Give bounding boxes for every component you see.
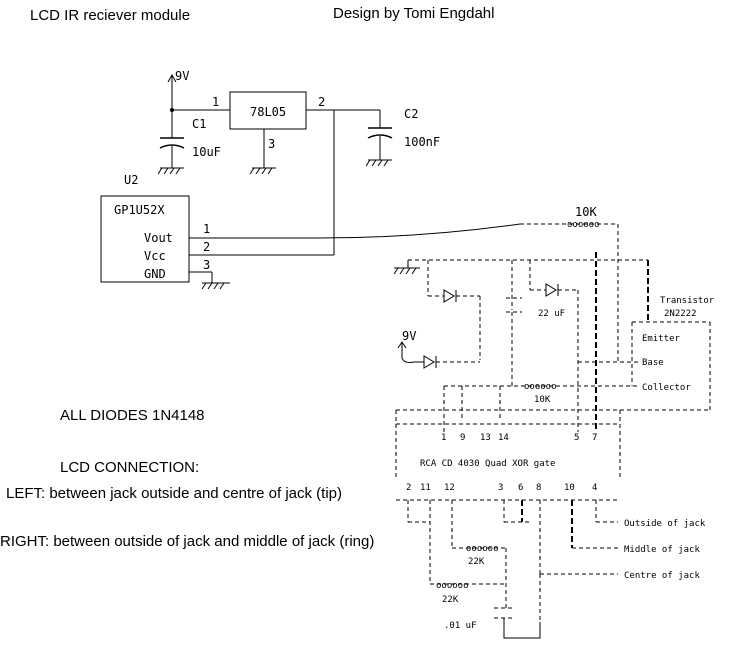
designer-credit: Design by Tomi Engdahl (333, 5, 494, 22)
cap01-label: .01 uF (444, 621, 477, 631)
c2-name: C2 (404, 107, 418, 121)
ic-pin-top: 1 (441, 433, 446, 443)
lcd-left-note: LEFT: between jack outside and centre of… (6, 485, 342, 502)
receiver-pin-number: 3 (203, 258, 210, 272)
regulator-name: 78L05 (250, 105, 286, 119)
diode-icon (443, 289, 455, 303)
ic-pin-top: 14 (498, 433, 509, 443)
resistor-22k-a-label: 22K (468, 557, 485, 567)
cap22-label: 22 uF (538, 309, 565, 319)
transistor-emitter: Emitter (642, 334, 681, 344)
out-centre-label: Centre of jack (624, 571, 700, 581)
cap01-return (503, 618, 541, 639)
resistor-zigzag: oooooo (524, 382, 557, 392)
ground-icon (393, 267, 420, 275)
ic-pin-top: 7 (592, 433, 597, 443)
ground-icon (365, 159, 392, 167)
c2-value: 100nF (404, 135, 440, 149)
ground-icon (201, 282, 230, 290)
diodes-note: ALL DIODES 1N4148 (60, 407, 205, 424)
receiver-pin-label: Vcc (144, 249, 166, 263)
supply-label: 9V (175, 69, 189, 83)
c1-value: 10uF (192, 145, 221, 159)
ic-pin-bottom: 3 (498, 483, 503, 493)
resistor-zigzag: oooooo (466, 544, 499, 554)
ground-icon (249, 167, 276, 175)
transistor-title: Transistor (660, 296, 715, 306)
resistor-10k-top-label: 10K (575, 205, 597, 219)
ic-pin-top: 5 (574, 433, 579, 443)
resistor-zigzag: oooooo (567, 220, 600, 230)
ground-icon (157, 167, 184, 175)
logic-supply-label: 9V (402, 329, 416, 343)
ir-receiver-section: U2 GP1U52X Vout Vcc GND 1 2 3 (100, 173, 521, 290)
ic-pin-bottom: 10 (564, 483, 575, 493)
regulator-section: 9V 1 C1 10uF 78L05 2 3 (157, 69, 440, 255)
c1-name: C1 (192, 117, 206, 131)
ic-pin-bottom: 8 (536, 483, 541, 493)
ic-pin-bottom: 4 (592, 483, 597, 493)
c1-plate-bottom (159, 144, 185, 149)
receiver-pin-label: Vout (144, 231, 173, 245)
c2-plate-bottom (367, 134, 393, 139)
supply-arrow-icon (167, 73, 177, 83)
lcd-right-note: RIGHT: between outside of jack and middl… (0, 533, 374, 550)
diode-icon (545, 283, 557, 297)
ic-pin-bottom: 11 (420, 483, 431, 493)
receiver-ref: U2 (124, 173, 138, 187)
regulator-pin-out: 2 (318, 95, 325, 109)
resistor-zigzag: oooooo (436, 581, 469, 591)
lcd-heading: LCD CONNECTION: (60, 459, 199, 476)
regulator-pin-in: 1 (212, 95, 219, 109)
transistor-model: 2N2222 (664, 309, 697, 319)
receiver-pin-label: GND (144, 267, 166, 281)
ic-pin-top: 13 (480, 433, 491, 443)
vout-wire (189, 223, 521, 239)
receiver-name: GP1U52X (114, 203, 165, 217)
ic-pin-bottom: 2 (406, 483, 411, 493)
receiver-pin-number: 2 (203, 240, 210, 254)
diagram-title: LCD IR reciever module (30, 7, 190, 24)
regulator-pin-gnd: 3 (268, 137, 275, 151)
resistor-10k-mid-label: 10K (534, 395, 551, 405)
resistor-22k-b-label: 22K (442, 595, 459, 605)
diode-icon (423, 355, 435, 369)
ic-pin-top: 9 (460, 433, 465, 443)
out-outside-label: Outside of jack (624, 519, 706, 529)
supply-arrow-icon (397, 341, 407, 349)
logic-supply-wire (401, 357, 424, 363)
logic-section: oooooo 10K 2 (393, 205, 715, 639)
ic-pin-bottom: 12 (444, 483, 455, 493)
receiver-pin-number: 1 (203, 222, 210, 236)
ic-name: RCA CD 4030 Quad XOR gate (420, 459, 555, 469)
out-middle-label: Middle of jack (624, 545, 700, 555)
transistor-collector: Collector (642, 383, 691, 393)
ic-pin-bottom: 6 (518, 483, 523, 493)
receiver-box (100, 195, 190, 283)
transistor-base: Base (642, 358, 664, 368)
